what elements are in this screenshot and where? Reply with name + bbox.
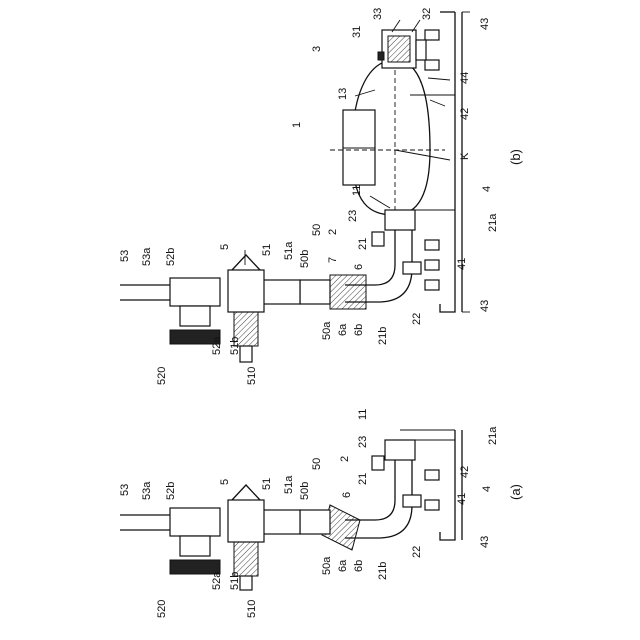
svg-text:6: 6 [353, 264, 365, 270]
inline-section-a [262, 505, 360, 550]
svg-text:6a: 6a [337, 559, 349, 572]
svg-text:2: 2 [339, 456, 351, 462]
svg-text:43: 43 [479, 18, 491, 30]
svg-text:23: 23 [357, 436, 369, 448]
svg-text:23: 23 [347, 210, 359, 222]
svg-text:13: 13 [337, 88, 349, 100]
svg-text:50: 50 [311, 458, 323, 470]
svg-text:33: 33 [372, 8, 384, 20]
svg-text:21a: 21a [487, 213, 499, 232]
svg-text:11: 11 [357, 409, 369, 420]
svg-text:53: 53 [119, 484, 131, 496]
caption-b: (b) [508, 149, 523, 165]
svg-text:52b: 52b [165, 248, 177, 266]
svg-text:11: 11 [351, 185, 363, 196]
meter-head-3-b [378, 30, 426, 68]
svg-text:31: 31 [351, 26, 363, 38]
svg-text:50a: 50a [321, 321, 333, 340]
svg-text:22: 22 [411, 546, 423, 558]
svg-text:21b: 21b [377, 562, 389, 580]
svg-text:51: 51 [261, 478, 273, 490]
svg-text:43: 43 [479, 536, 491, 548]
svg-text:51: 51 [261, 244, 273, 256]
svg-text:K: K [459, 152, 471, 160]
svg-text:22: 22 [411, 313, 423, 325]
svg-text:510: 510 [246, 600, 258, 618]
svg-text:21: 21 [357, 238, 369, 250]
svg-text:6a: 6a [337, 323, 349, 336]
svg-text:510: 510 [246, 367, 258, 385]
svg-text:44: 44 [459, 72, 471, 84]
svg-text:6b: 6b [353, 324, 365, 336]
svg-text:3: 3 [311, 46, 323, 52]
svg-text:32: 32 [421, 8, 433, 20]
svg-text:520: 520 [156, 600, 168, 618]
svg-text:21a: 21a [487, 426, 499, 445]
svg-text:6b: 6b [353, 560, 365, 572]
svg-text:53: 53 [119, 250, 131, 262]
svg-text:50b: 50b [299, 482, 311, 500]
svg-text:51a: 51a [283, 475, 295, 494]
svg-text:51b: 51b [229, 572, 241, 590]
panel-a-drawing: 53 53a 52b 5 51 51a 50b 50 2 6 23 11 21a… [119, 409, 523, 618]
svg-text:50: 50 [311, 224, 323, 236]
svg-text:4: 4 [481, 486, 493, 492]
svg-text:2: 2 [327, 229, 339, 235]
svg-text:53a: 53a [141, 481, 153, 500]
svg-text:51a: 51a [283, 241, 295, 260]
svg-text:50a: 50a [321, 556, 333, 575]
svg-text:52a: 52a [211, 571, 223, 590]
svg-text:1: 1 [291, 122, 303, 128]
svg-text:4: 4 [481, 186, 493, 192]
fitting-52-b [120, 278, 220, 344]
svg-text:21b: 21b [377, 327, 389, 345]
svg-text:52b: 52b [165, 482, 177, 500]
svg-text:43: 43 [479, 300, 491, 312]
fitting-52-a [120, 508, 220, 574]
svg-text:7: 7 [327, 257, 339, 263]
svg-text:41: 41 [456, 493, 468, 505]
svg-text:50b: 50b [299, 250, 311, 268]
panel-b-drawing: 53 53a 52b 5 51 51a 50b 50 7 2 23 11 1 1… [119, 8, 523, 385]
svg-text:21: 21 [357, 473, 369, 485]
svg-text:5: 5 [219, 244, 231, 250]
caption-a: (a) [508, 484, 523, 500]
svg-text:52a: 52a [211, 336, 223, 355]
svg-text:5: 5 [219, 479, 231, 485]
svg-text:520: 520 [156, 367, 168, 385]
svg-text:51b: 51b [229, 337, 241, 355]
svg-text:41: 41 [456, 258, 468, 270]
svg-text:42: 42 [459, 108, 471, 120]
svg-text:53a: 53a [141, 247, 153, 266]
svg-text:6: 6 [341, 492, 353, 498]
svg-text:42: 42 [459, 466, 471, 478]
